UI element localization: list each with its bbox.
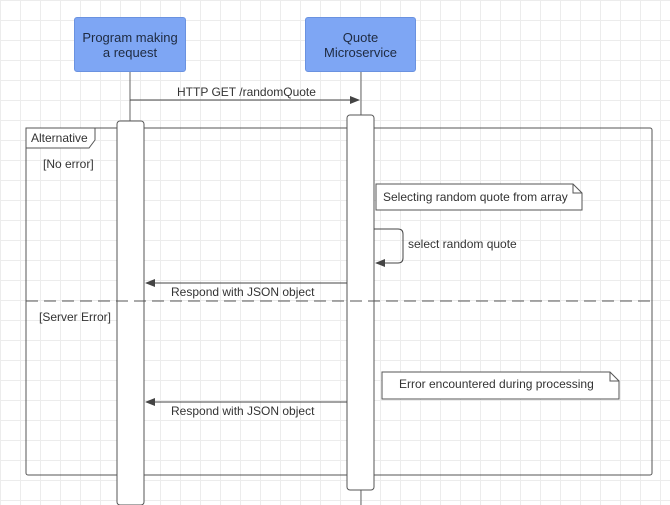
- request-label: HTTP GET /randomQuote: [177, 85, 316, 99]
- note-selecting-shape: [375, 183, 583, 211]
- guard-server-error: [Server Error]: [39, 310, 112, 324]
- participant-service-label: Quote Microservice: [324, 29, 397, 60]
- participant-client-label: Program making a request: [82, 29, 178, 60]
- guard-no-error: [No error]: [43, 157, 94, 171]
- service-activation: [346, 114, 375, 491]
- participant-service[interactable]: Quote Microservice: [305, 17, 416, 72]
- client-activation: [116, 120, 145, 505]
- note-selecting-fold: [572, 184, 582, 194]
- participant-client[interactable]: Program making a request: [74, 17, 186, 72]
- note-error-fold: [609, 372, 619, 382]
- note-error-shape: [381, 371, 620, 400]
- self-call-arrow: [374, 228, 404, 267]
- note-selecting-text: Selecting random quote from array: [383, 190, 568, 204]
- alt-frame-tab: [25, 127, 96, 149]
- alt-operator-label: Alternative: [31, 131, 88, 145]
- self-call-label: select random quote: [408, 237, 517, 251]
- response-ok-label: Respond with JSON object: [171, 285, 315, 299]
- response-error-label: Respond with JSON object: [171, 404, 315, 418]
- note-error-text: Error encountered during processing: [399, 377, 594, 391]
